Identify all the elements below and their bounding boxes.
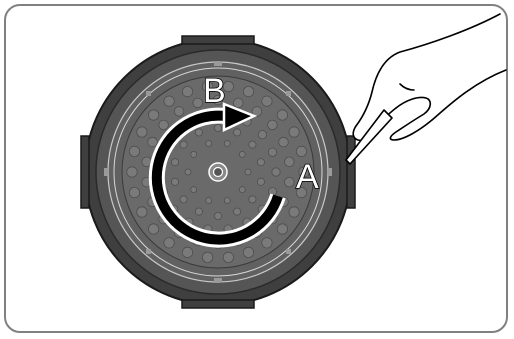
lid-dimple [181,246,194,258]
lid-dimple [276,109,288,121]
hand-icon [345,13,507,165]
lid-dimple [284,176,295,188]
lid-dimple [213,211,222,220]
lid-dimple [276,223,288,235]
label-b: B [202,72,226,110]
lid-dimple [244,168,252,176]
lid-dimple [158,119,169,131]
lid-dimple [223,197,231,204]
lid-dimple [222,81,234,93]
lid-dimple [190,186,198,194]
lid-dimple [213,124,222,133]
lid-dimple [267,147,278,157]
lid-dimple [171,177,180,186]
lid-dimple [136,126,148,138]
lid-dimple [222,251,234,263]
lid-dimple [242,246,255,258]
lid-dimple [126,166,138,178]
lid-dimple [295,187,308,199]
lid-dimple [238,150,246,158]
lid-dimple [194,128,203,137]
lid-dimple [181,86,194,98]
lid-dimple [205,140,213,147]
rotation-arrow-icon [148,102,286,248]
lid-dimple [128,145,141,157]
lid-dimple [257,130,267,140]
lid-dimple [179,195,188,204]
lid-dimple [147,136,158,148]
lid-dimple [212,94,224,106]
center-knob-icon [208,162,228,182]
lid-dimple [278,136,289,148]
lid-dimple [205,197,213,204]
lid-dimple [295,145,308,157]
lid-dimple [128,187,141,199]
lid-dimple [171,158,180,167]
lid-dimple [190,150,198,158]
lid-dimple [271,167,281,177]
lid-dimple [298,166,310,178]
lid-dimple [163,95,175,107]
lid-dimple [284,156,295,168]
lid-dimple [233,207,242,216]
lid-dimple [267,119,278,131]
lid-dimple [233,128,242,137]
lid-dimple [248,195,257,204]
lid-dimple [248,140,257,149]
lid-dimple [223,140,231,147]
lid-dimple [238,186,246,194]
lid-dimple [173,106,185,117]
lid-dimple [194,207,203,216]
lid-dimple [202,251,214,263]
lid-dimple [288,206,300,218]
lid-dimple [242,86,255,98]
lid-dimple [233,97,244,109]
lid-dimple [136,206,148,218]
lid-dimple [256,158,265,167]
lid-dimple [202,81,214,93]
lid-dimple [163,237,175,249]
lid-dimple [184,168,192,176]
lid-dimple [148,223,160,235]
lid-dimple [179,140,188,149]
lid-dimple [192,97,203,109]
lid-dimple [288,126,300,138]
lid-dimple [261,95,273,107]
lid-dimple [256,177,265,186]
lid-dimple [148,109,160,121]
lid-dimple [261,237,273,249]
label-a: A [295,158,319,196]
lid-dimple [251,106,263,117]
